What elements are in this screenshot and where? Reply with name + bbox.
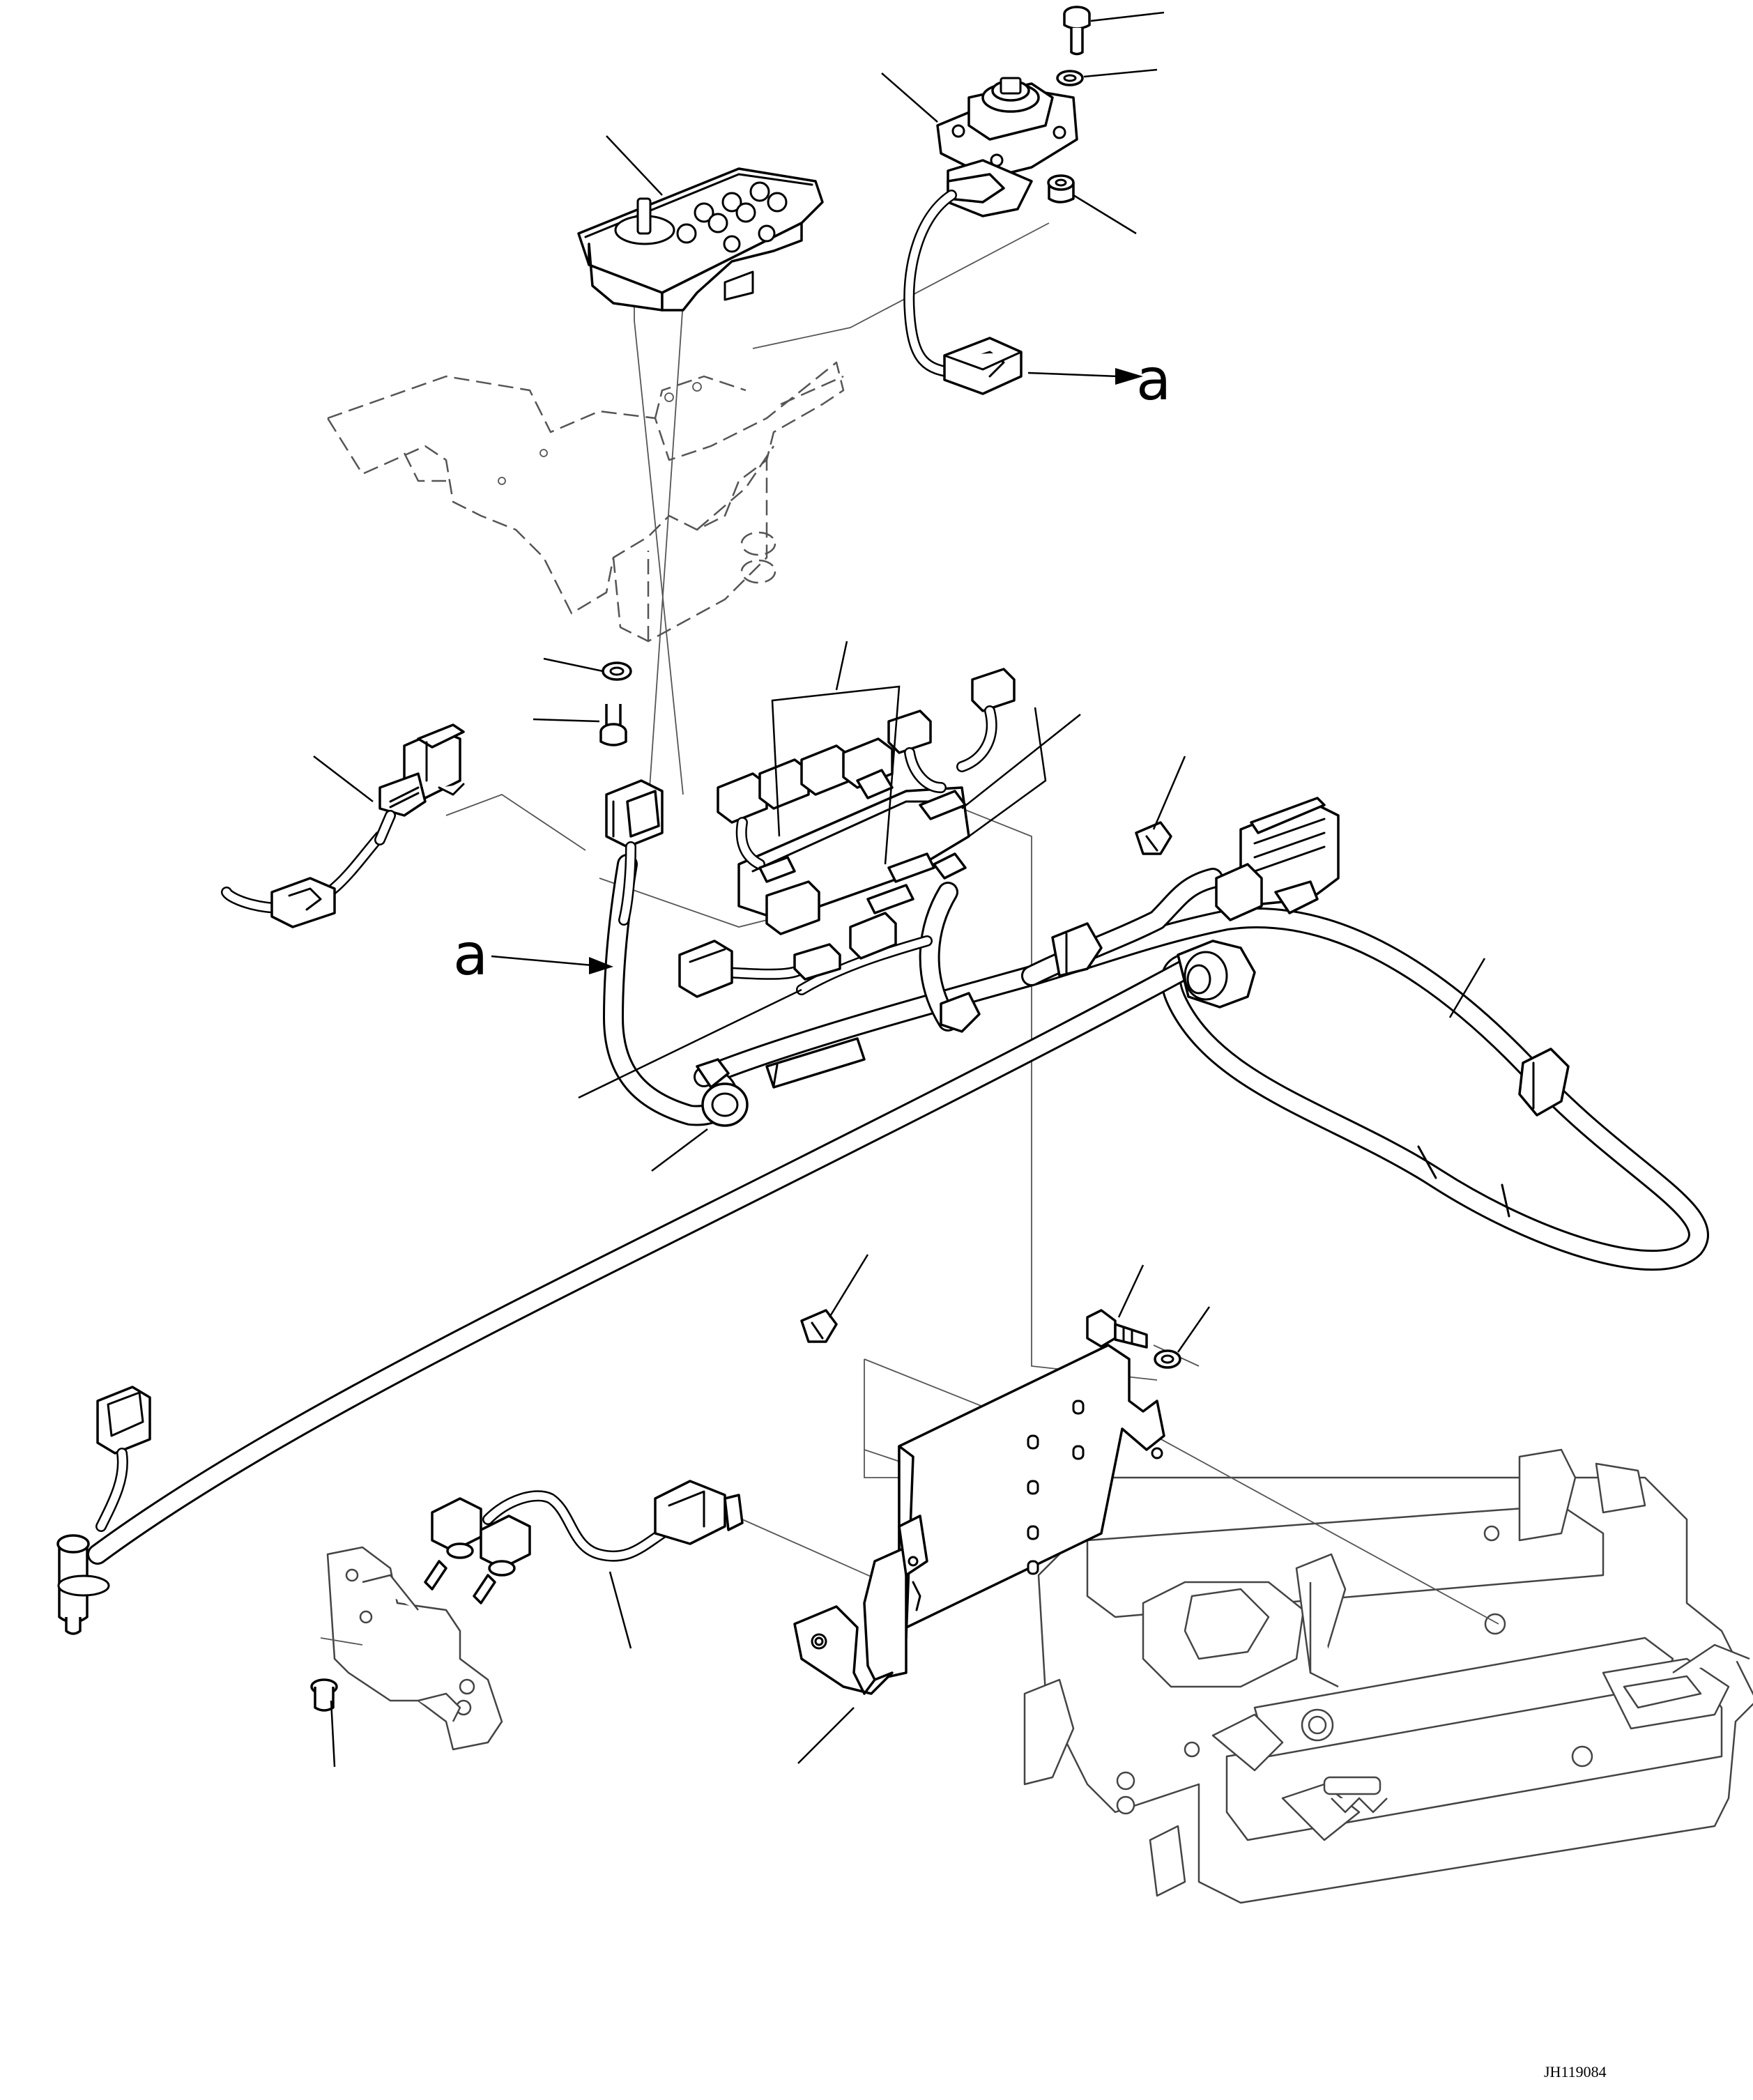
leader-clip-plate [828, 1254, 869, 1318]
lower-left-sensor [56, 1534, 110, 1635]
arrow-to-a-top [1027, 371, 1119, 378]
harness-band-2 [1501, 1183, 1510, 1218]
arrow-head-a-left [589, 957, 613, 974]
reference-mark-a-left: a [453, 922, 488, 988]
rotary-switch-connector [943, 337, 1023, 395]
console-bracket-ghost [326, 361, 845, 643]
leader-cluster-top [835, 641, 848, 691]
spacer-top [1047, 174, 1075, 204]
clip-plate [800, 1309, 838, 1343]
harness-clamp-2 [940, 992, 981, 1033]
leader-cluster-panel [968, 707, 1047, 838]
connector-stack-right [1215, 797, 1340, 921]
screw-top [1063, 6, 1091, 56]
leader-spacer-top [1073, 194, 1137, 235]
left-switch-connector [270, 877, 336, 928]
switch-bracket-ghost [326, 1546, 503, 1751]
washer-top [1056, 70, 1084, 86]
connector-lower-left [678, 940, 733, 998]
leader-rotary-switch [881, 72, 938, 123]
loop-clamp [696, 1058, 749, 1127]
seat-frame-ghost [1023, 1448, 1753, 1904]
bolt-right [1086, 1309, 1148, 1349]
leader-washer-right [1177, 1306, 1211, 1353]
screw-mid [599, 704, 627, 746]
leader-mounting-plate [797, 1707, 855, 1764]
leader-switch-panel [606, 135, 663, 196]
connector-near-a [605, 779, 664, 848]
leader-cluster-left [771, 685, 901, 865]
toggle-switch-connector [654, 1480, 744, 1545]
leader-screw-bottom-left [330, 1700, 336, 1768]
left-switch [378, 723, 465, 817]
harness-clamp-right [1518, 1048, 1570, 1117]
leader-screw-top [1090, 11, 1165, 22]
arrow-head-a-top [1115, 368, 1143, 385]
lower-left-connector [96, 1386, 151, 1455]
toggle-switch-assembly [424, 1497, 531, 1604]
leader-left-switch [313, 756, 374, 802]
washer-right [1154, 1349, 1181, 1369]
mounting-plate [793, 1344, 1165, 1695]
switch-panel [577, 167, 824, 312]
leader-cluster-right [961, 714, 1081, 809]
clip-right [1135, 821, 1172, 855]
leader-bolt-right [1117, 1264, 1145, 1318]
reference-mark-a-top: a [1136, 347, 1171, 413]
leader-loop-clamp [651, 1128, 708, 1172]
leader-screw-mid [533, 718, 600, 723]
leader-washer-top [1083, 68, 1158, 78]
leader-harness-branch [578, 988, 802, 1099]
harness-grommet [1177, 940, 1256, 1009]
screw-bottom-left [310, 1678, 338, 1712]
harness-band-1 [1417, 1145, 1437, 1179]
leader-clip-right [1152, 756, 1186, 830]
harness-clamp-1 [1051, 922, 1103, 977]
leader-harness-right [1448, 958, 1486, 1018]
leader-toggle-harness [608, 1571, 632, 1649]
leader-washer-mid [543, 657, 604, 673]
rotary-switch [936, 77, 1078, 217]
harness-protector-sleeve [765, 1037, 866, 1089]
arrow-to-a-left [491, 955, 593, 967]
drawing-number: JH119084 [1544, 2063, 1607, 2080]
washer-mid [602, 661, 632, 681]
harness-connector-cluster [717, 668, 1016, 981]
